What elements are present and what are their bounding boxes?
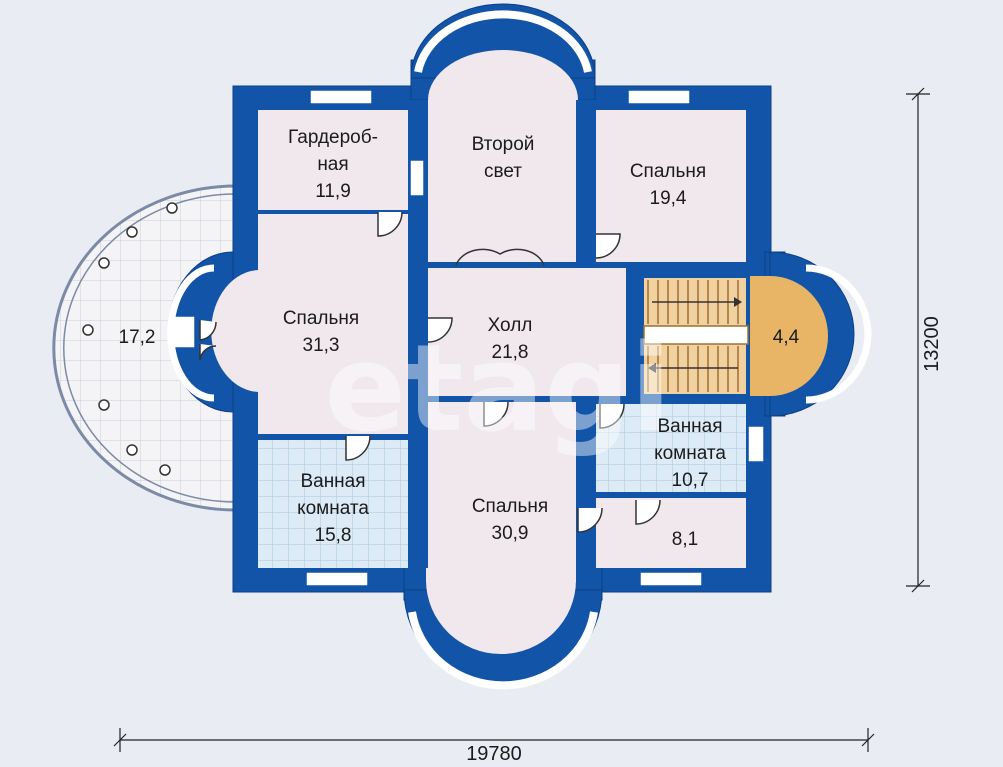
door-swing-icon [199,320,217,341]
bath-sw-label-2: комната [297,498,369,519]
bath-e-label-2: комната [654,443,726,464]
door-swing-icon [483,401,509,427]
window-icon [409,159,425,197]
rooms [211,50,828,654]
window-icon [747,425,765,463]
bedroom-w-label: Спальня [283,308,359,329]
doors [199,211,661,533]
dimension-lines [113,87,930,752]
room-second-light [428,100,578,262]
column-icon [166,202,178,214]
room-bedroom-w [258,214,408,434]
bedroom-s-label: Спальня [472,496,548,517]
wardrobe-label-2: ная [317,154,348,175]
wardrobe-area: 11,9 [315,181,351,202]
column-icon [159,464,171,476]
door-swing-icon [599,403,625,429]
room-bedroom-ne [596,110,746,262]
windows [167,10,872,690]
door-swing-icon [345,435,371,461]
column-icon [82,324,94,336]
door-swing-icon [577,507,603,533]
door-swing-icon [377,211,403,237]
terrace-area: 17,2 [119,327,156,348]
watermark: etagi [325,320,672,459]
bath-e-area: 10,7 [672,470,709,491]
terrace [52,184,237,512]
height-dimension: 13200 [921,316,943,372]
stair-icon [643,280,749,392]
bath-sw-area: 15,8 [315,525,352,546]
wardrobe-label-1: Гардероб- [288,127,378,148]
column-icon [126,444,138,456]
column-icon [126,226,138,238]
small-room-area: 8,1 [672,529,698,550]
room-bath-e [596,404,746,492]
room-landing [748,276,828,396]
bath-e-label-1: Ванная [657,416,722,437]
room-wardrobe [258,110,408,210]
window-icon [172,315,196,349]
terrace-columns [82,202,178,476]
width-dimension: 19780 [466,743,522,765]
landing-area: 4,4 [773,327,800,348]
column-icon [98,257,110,269]
room-bath-sw [258,440,408,568]
bath-sw-label-1: Ванная [300,471,365,492]
bedroom-ne-area: 19,4 [650,188,687,209]
door-swing-icon [427,317,453,343]
bedroom-s-area: 30,9 [492,523,529,544]
bedroom-ne-label: Спальня [630,161,706,182]
second-light-label-2: свет [484,161,522,182]
column-icon [98,399,110,411]
second-light-label-1: Второй [472,134,535,155]
door-swing-icon [455,248,545,266]
door-swing-icon [635,499,661,525]
window-icon [627,89,691,105]
bedroom-w-area: 31,3 [303,335,340,356]
window-icon [639,571,703,587]
window-icon [309,89,373,105]
window-icon [305,571,369,587]
room-small [596,498,746,568]
door-swing-icon [199,344,217,361]
door-swing-icon [595,233,621,259]
room-hall [426,268,640,396]
hall-area: 21,8 [492,342,529,363]
room-bedroom-s [426,402,576,582]
room-labels: Гардероб- ная 11,9 Второй свет Спальня 1… [119,127,800,550]
hall-label: Холл [488,315,533,336]
